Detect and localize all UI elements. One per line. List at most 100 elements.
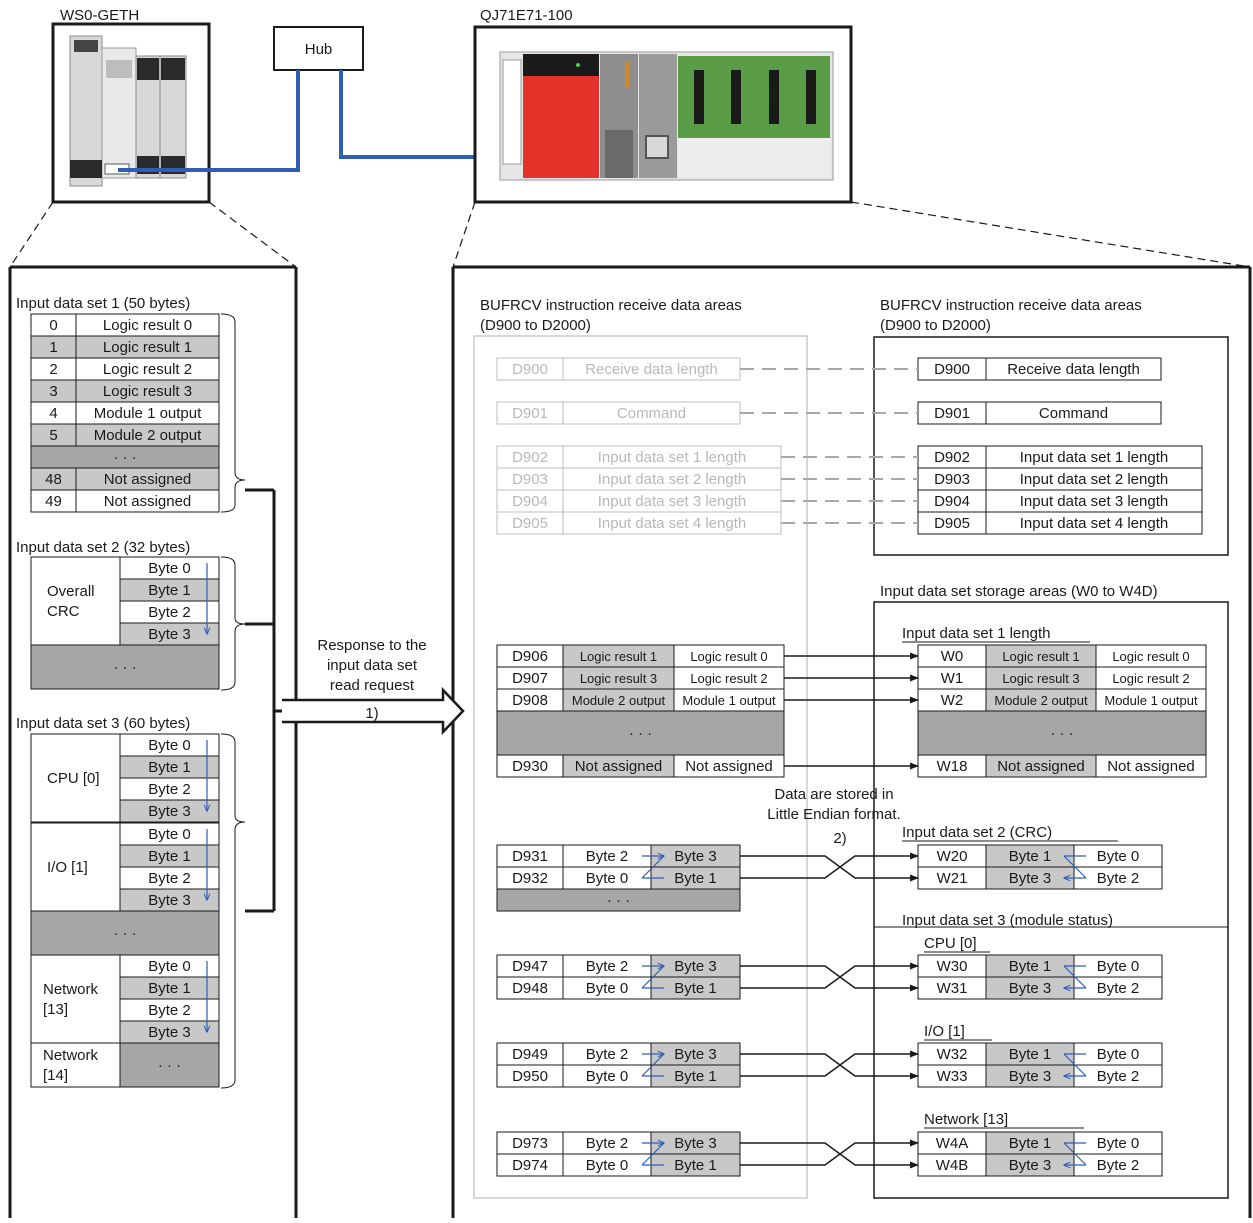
swap-arrow [641, 855, 665, 879]
buf-left-high: Module 2 output [572, 693, 666, 708]
hub-label: Hub [305, 41, 333, 58]
storage-high: Logic result 3 [1002, 671, 1079, 686]
buf-left-crc-ellipsis-cell [496, 888, 741, 912]
buf-left-crc-byte-b: Byte 3 [674, 848, 717, 865]
set3-table: CPU [0] Byte 0 Byte 1 Byte 2 Byte 3 I/O [1] By… [30, 733, 220, 1088]
buf-left-title: BUFRCV instruction receive data areas(D9… [480, 297, 742, 334]
buf-left-pair-byte-a: Byte 2 [586, 1135, 629, 1152]
buf-left-crc-byte-a: Byte 2 [586, 848, 629, 865]
storage-crc-address: W21 [937, 870, 968, 887]
set3-byte-cell [119, 799, 220, 823]
set1-index: 2 [49, 361, 57, 378]
buf-left-pair-byte-a: Byte 0 [586, 1157, 629, 1174]
storage-crc-byte-b: Byte 0 [1097, 848, 1140, 865]
buf-left-address: D900 [512, 361, 548, 378]
set1-index: 49 [45, 493, 62, 510]
set1-value: Not assigned [104, 493, 192, 510]
set2-byte: Byte 2 [148, 604, 191, 621]
buf-left-low: Not assigned [685, 758, 773, 775]
storage-group-byte-b: Byte 0 [1097, 958, 1140, 975]
buf-left-high: Not assigned [575, 758, 663, 775]
set3-ellipsis: · · · [113, 925, 136, 942]
buf-right-value: Command [1039, 405, 1108, 422]
buf-right-address: D904 [934, 493, 970, 510]
storage-high: Not assigned [997, 758, 1085, 775]
storage-group-byte-a: Byte 1 [1009, 1046, 1052, 1063]
buf-right-value: Receive data length [1007, 361, 1140, 378]
set2-byte: Byte 3 [148, 626, 191, 643]
storage-group-byte-a: Byte 3 [1009, 1068, 1052, 1085]
set3-byte: Byte 2 [148, 870, 191, 887]
buf-left-pair-address: D948 [512, 980, 548, 997]
buf-left-crc-address: D932 [512, 870, 548, 887]
buf-left-crc-byte-b: Byte 1 [674, 870, 717, 887]
storage-set3-label: Input data set 3 (module status) [902, 912, 1113, 929]
buf-left-low: Logic result 2 [690, 671, 767, 686]
storage-low: Logic result 2 [1112, 671, 1189, 686]
buf-left-value: Input data set 4 length [598, 515, 746, 532]
swap-arrow [641, 1142, 665, 1166]
set2-ellipsis-cell [30, 644, 220, 690]
buf-right-value-cell [985, 511, 1203, 535]
buf-left-frame [473, 335, 808, 1199]
buf-left-ellipsis: · · · [629, 725, 652, 742]
buf-left-ellipsis-cell [496, 710, 785, 756]
storage-group-byte-a: Byte 1 [1009, 958, 1052, 975]
storage-crc-byte-b: Byte 2 [1097, 870, 1140, 887]
set1-value: Logic result 3 [103, 383, 192, 400]
buf-left-pair-byte-a: Byte 0 [586, 1068, 629, 1085]
set3-ellipsis-cell [30, 910, 220, 956]
set3-byte: Byte 3 [148, 803, 191, 820]
buf-left-pair-byte-b: Byte 1 [674, 1068, 717, 1085]
set3-byte: Byte 0 [148, 958, 191, 975]
set2-group-cell [30, 556, 121, 646]
buf-left-crc-byte-a: Byte 0 [586, 870, 629, 887]
storage-group-address: W30 [937, 958, 968, 975]
storage-set1-label: Input data set 1 length [902, 625, 1050, 642]
set3-byte: Byte 1 [148, 848, 191, 865]
set3-group-label: CPU [0] [47, 770, 100, 787]
storage-group-byte-a: Byte 1 [1009, 1135, 1052, 1152]
buf-right-address: D901 [934, 405, 970, 422]
set3-byte: Byte 1 [148, 759, 191, 776]
buf-right-address: D900 [934, 361, 970, 378]
controller-label: WS0-GETH [60, 7, 139, 24]
buf-right-value: Input data set 1 length [1020, 449, 1168, 466]
buf-left-value: Input data set 3 length [598, 493, 746, 510]
swap-arrow [641, 1053, 665, 1077]
buf-left-address: D901 [512, 405, 548, 422]
buf-left-pair-address: D973 [512, 1135, 548, 1152]
storage-crc-address: W20 [937, 848, 968, 865]
set3-last-ellipsis: · · · [158, 1057, 181, 1074]
set1-ellipsis: · · · [113, 449, 136, 466]
set1-index: 0 [49, 317, 57, 334]
buf-left-address: D907 [512, 670, 548, 687]
set2-byte: Byte 1 [148, 582, 191, 599]
buf-right-value: Input data set 2 length [1020, 471, 1168, 488]
storage-group-label: I/O [1] [924, 1023, 965, 1040]
storage-group-byte-b: Byte 0 [1097, 1046, 1140, 1063]
data-flow-arrow-icon [282, 686, 465, 736]
storage-high: Module 2 output [994, 693, 1088, 708]
storage-high: Logic result 1 [1002, 649, 1079, 664]
set3-group-label: I/O [1] [47, 859, 88, 876]
storage-crc-byte-a: Byte 3 [1009, 870, 1052, 887]
buf-left-value: Input data set 1 length [598, 449, 746, 466]
set1-value: Logic result 2 [103, 361, 192, 378]
swap-arrow [1063, 855, 1087, 879]
crossover-arrow-icon [740, 962, 919, 989]
set1-index: 1 [49, 339, 57, 356]
set3-byte: Byte 3 [148, 892, 191, 909]
set1-value: Module 2 output [94, 427, 202, 444]
buf-left-pair-byte-b: Byte 1 [674, 1157, 717, 1174]
storage-title: Input data set storage areas (W0 to W4D) [880, 583, 1158, 600]
buf-left-pair-byte-b: Byte 3 [674, 1135, 717, 1152]
storage-low: Not assigned [1107, 758, 1195, 775]
